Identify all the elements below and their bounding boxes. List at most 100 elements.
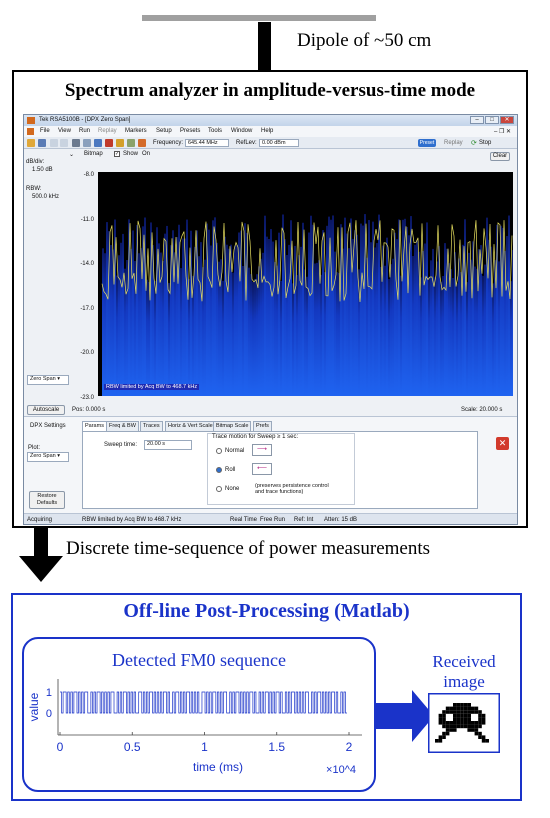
scale-label[interactable]: Scale: 20.000 s: [461, 407, 503, 413]
bitmap-column: [264, 215, 266, 396]
tab-freq-bw[interactable]: Freq & BW: [106, 421, 139, 431]
plot-select[interactable]: Zero Span ▾: [27, 452, 69, 462]
bitmap-column: [422, 250, 424, 396]
restore-icon[interactable]: – ❐ ✕: [494, 129, 512, 135]
mode-select[interactable]: Zero Span ▾: [27, 375, 69, 385]
received-image-label: Received image: [416, 652, 512, 692]
frequency-field[interactable]: 645.44 MHz: [185, 139, 229, 147]
close-window-button[interactable]: ✕: [500, 116, 514, 124]
menu-view[interactable]: View: [58, 128, 71, 134]
menu-file[interactable]: File: [40, 128, 50, 134]
radio-normal[interactable]: [216, 448, 222, 454]
bitmap-column: [488, 239, 490, 396]
menu-tools[interactable]: Tools: [208, 128, 223, 134]
trigger-icon[interactable]: [138, 139, 146, 147]
bitmap-column: [118, 255, 120, 396]
menu-run[interactable]: Run: [79, 128, 91, 134]
bitmap-column: [454, 252, 456, 396]
sprite-pixel: [442, 721, 446, 725]
bitmap-column: [292, 283, 294, 396]
sprite-pixel: [442, 710, 446, 714]
status-rbw: RBW limited by Acq BW to 468.7 kHz: [82, 517, 182, 523]
bitmap-column: [204, 259, 206, 396]
minimize-button[interactable]: –: [470, 116, 484, 124]
menu-setup[interactable]: Setup: [156, 128, 172, 134]
db-div-value[interactable]: 1.50 dB: [32, 167, 53, 173]
menu-presets[interactable]: Presets: [180, 128, 201, 134]
offline-processing-title: Off-line Post-Processing (Matlab): [123, 600, 410, 622]
sprite-pixel: [467, 728, 471, 732]
normal-motion-icon: ⟶: [252, 444, 272, 456]
y-tick-label: -23.0: [80, 395, 94, 401]
tab-bitmap-scale[interactable]: Bitmap Scale: [213, 421, 252, 431]
bitmap-column: [182, 238, 184, 396]
stop-button[interactable]: Stop: [479, 140, 492, 146]
menu-help[interactable]: Help: [261, 128, 274, 134]
bitmap-column: [396, 239, 398, 396]
settings-icon[interactable]: [94, 139, 102, 147]
bitmap-column: [376, 243, 378, 396]
sweep-time-field[interactable]: 20.00 s: [144, 440, 192, 450]
measure-icon[interactable]: [127, 139, 135, 147]
bitmap-column: [308, 232, 310, 396]
bitmap-column: [248, 267, 250, 396]
sprite-pixel: [481, 735, 486, 739]
bitmap-column: [470, 259, 472, 396]
radio-none[interactable]: [216, 486, 222, 492]
bitmap-column: [330, 219, 332, 396]
x-tick-label: 0: [57, 740, 64, 754]
clear-button[interactable]: Clear: [490, 152, 510, 161]
bitmap-column: [472, 241, 474, 396]
close-settings-icon[interactable]: ✕: [496, 437, 509, 450]
maximize-button[interactable]: □: [485, 116, 499, 124]
sprite-pixel: [478, 713, 482, 718]
bitmap-column: [416, 240, 418, 396]
tab-traces[interactable]: Traces: [140, 421, 163, 431]
sprite-pixel: [453, 728, 457, 732]
bitmap-column: [480, 245, 482, 396]
bitmap-column: [286, 255, 288, 396]
bitmap-column: [332, 215, 334, 396]
open-icon[interactable]: [27, 139, 35, 147]
bitmap-column: [334, 251, 336, 396]
text-icon[interactable]: [105, 139, 113, 147]
rbw-value[interactable]: 500.0 kHz: [32, 194, 60, 200]
collapse-chevron-icon[interactable]: ⌄: [69, 152, 75, 158]
save-icon[interactable]: [38, 139, 46, 147]
print-icon[interactable]: [72, 139, 80, 147]
pos-label[interactable]: Pos: 0.000 s: [72, 407, 106, 413]
bitmap-column: [174, 252, 176, 396]
bitmap-column: [378, 214, 380, 396]
bitmap-column: [306, 276, 308, 396]
sprite-pixel: [481, 721, 486, 725]
bitmap-column: [440, 281, 442, 396]
bitmap-column: [364, 214, 366, 396]
restore-defaults-button[interactable]: Restore Defaults: [29, 491, 65, 509]
bitmap-column: [136, 225, 138, 396]
show-checkbox[interactable]: ✓: [114, 151, 120, 157]
autoscale-button[interactable]: Autoscale: [27, 405, 65, 415]
sprite-pixel: [474, 731, 479, 736]
tab-params[interactable]: Params: [82, 421, 107, 431]
preset-button[interactable]: Preset: [418, 139, 436, 147]
bitmap-column: [326, 225, 328, 396]
bitmap-column: [290, 220, 292, 396]
menu-replay[interactable]: Replay: [98, 128, 117, 134]
tab-prefs[interactable]: Prefs: [253, 421, 272, 431]
menu-window[interactable]: Window: [231, 128, 253, 134]
bitmap-column: [190, 230, 192, 396]
radio-roll[interactable]: [216, 467, 222, 473]
sprite-pixel: [453, 713, 457, 718]
menu-markers[interactable]: Markers: [125, 128, 147, 134]
replay-button[interactable]: Replay: [444, 140, 463, 146]
tab-horiz-vert-scale[interactable]: Horiz & Vert Scale: [165, 421, 216, 431]
redo-icon[interactable]: [60, 139, 68, 147]
sprite-pixel: [474, 724, 479, 729]
layout-icon[interactable]: [83, 139, 91, 147]
reflev-field[interactable]: 0.00 dBm: [259, 139, 299, 147]
undo-icon[interactable]: [50, 139, 58, 147]
radio-normal-label: Normal: [225, 448, 245, 454]
marker-icon[interactable]: [116, 139, 124, 147]
bitmap-column: [246, 232, 248, 396]
bitmap-column: [254, 278, 256, 396]
